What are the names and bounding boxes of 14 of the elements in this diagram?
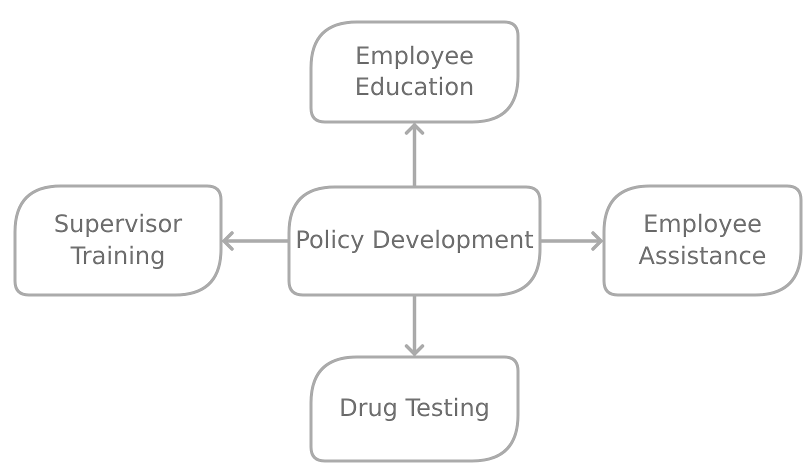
node-label: Drug Testing — [339, 393, 490, 424]
arrow — [404, 295, 424, 356]
arrow — [404, 123, 424, 187]
node-label: Policy Development — [295, 225, 534, 256]
node-label: Employee Education — [354, 40, 476, 103]
rounded-box — [311, 22, 518, 122]
rounded-box — [311, 357, 518, 461]
node-label: Supervisor Training — [52, 209, 184, 272]
arrow — [222, 231, 289, 251]
rounded-box — [289, 187, 540, 295]
node-label: Employee Assistance — [638, 209, 768, 272]
arrow — [540, 231, 603, 251]
rounded-box — [15, 186, 221, 295]
rounded-box — [604, 186, 801, 295]
